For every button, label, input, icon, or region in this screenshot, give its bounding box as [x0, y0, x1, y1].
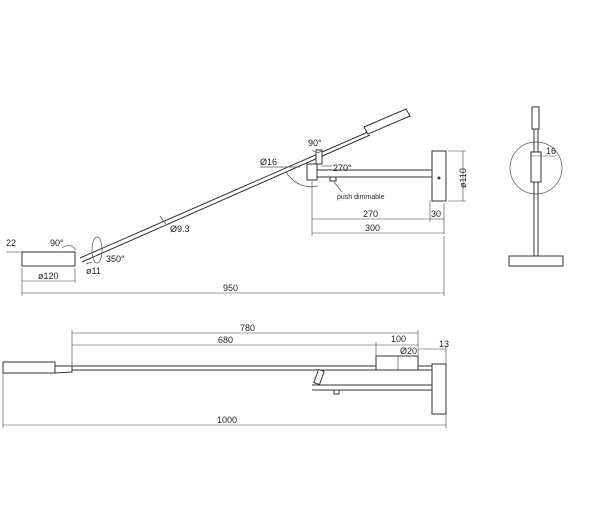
front-dim-16-label: 16	[546, 146, 556, 156]
rot-270-label: 270°	[333, 163, 352, 173]
dia-110-label: ø110	[458, 168, 468, 188]
front-view: 16	[508, 106, 564, 267]
push-dimmable-label: push dimmable	[337, 194, 385, 201]
angle-base-label: 90°	[50, 238, 64, 248]
joint-block	[306, 163, 318, 181]
wall-plate	[431, 150, 447, 202]
top-counterweight	[375, 355, 419, 371]
angle-joint-arc	[311, 149, 323, 153]
rotation-350-ellipse	[91, 236, 103, 264]
dim-300-label: 300	[365, 223, 380, 233]
dim-680-label: 680	[218, 335, 233, 345]
main-arm-lower	[81, 134, 371, 263]
dim-950-label: 950	[223, 283, 238, 293]
rot-350-label: 350°	[106, 254, 125, 264]
dia-11-label: ø11	[86, 266, 101, 276]
dim-30-label: 30	[431, 209, 441, 219]
front-shade	[531, 106, 540, 130]
base-disc	[21, 251, 76, 267]
top-dimmer	[333, 389, 340, 395]
dia-16-label: Ø16	[260, 157, 277, 167]
top-arm-taper	[54, 365, 73, 374]
top-wall-plate	[431, 363, 447, 415]
main-arm-upper	[79, 131, 369, 259]
dim-1000-label: 1000	[217, 415, 237, 425]
dim-100-label: 100	[391, 334, 406, 344]
front-joint	[530, 151, 542, 183]
top-shade	[2, 361, 56, 374]
dia-base-label: ø120	[38, 271, 59, 281]
angle-joint-label: 90°	[308, 138, 322, 148]
top-view: 780 680 100 Ø20 13 1000	[2, 323, 449, 428]
top-joint-pivot	[313, 368, 325, 386]
dim-22-label: 22	[6, 238, 16, 248]
dia-9-3-label: Ø9.3	[170, 224, 190, 234]
front-base	[508, 255, 564, 267]
angle-arc-base	[61, 245, 77, 251]
wall-plate-screw	[437, 176, 441, 180]
side-view: 22 90° ø120 350° ø11 Ø9.3	[6, 108, 468, 296]
dim-13-label: 13	[439, 339, 449, 349]
dia-20-label: Ø20	[400, 346, 417, 356]
joint-pivot	[315, 149, 323, 165]
dim-780-label: 780	[240, 323, 255, 333]
joint-arc	[285, 171, 319, 188]
shade-head	[363, 108, 411, 135]
front-wall-plate	[509, 141, 563, 195]
dim-270-label: 270	[363, 209, 378, 219]
dimmer-switch	[329, 176, 337, 182]
